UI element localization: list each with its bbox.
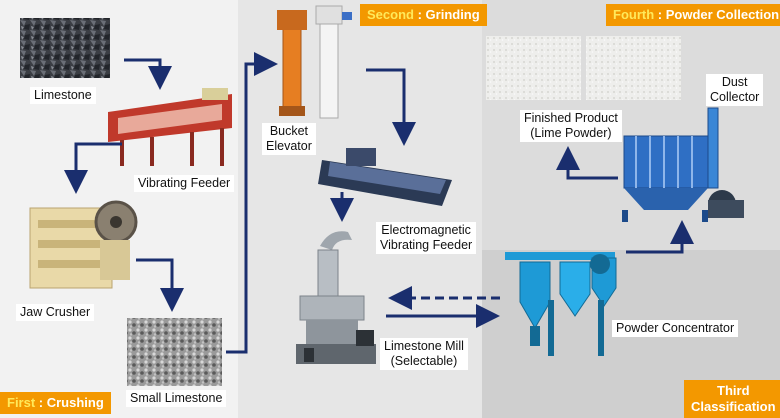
label-small-limestone: Small Limestone [126,390,227,407]
label-finished-product: Finished Product (Lime Powder) [520,110,622,142]
dust-collector-illustration [622,107,744,222]
label-limestone: Limestone [30,87,96,104]
arrow-concentrator-to-dust-collector [626,220,694,254]
arrow-limestone-to-feeder [124,58,172,90]
limestone-mill-illustration [296,231,376,364]
arrow-collector-to-finished-product [556,146,618,180]
stage-fourth-name: Powder Collection [665,7,780,22]
small-limestone-photo [127,318,222,386]
arrow-elevator-to-feeder [366,68,416,146]
electromagnetic-feeder-illustration [318,148,452,206]
label-dust-collector: Dust Collector [706,74,764,106]
stage-first-separator: : [35,395,47,410]
stage-third-classification: Third Classification [684,380,780,418]
stage-fourth-separator: : [654,7,666,22]
label-electromagnetic-feeder: Electromagnetic Vibrating Feeder [376,222,477,254]
arrow-small-limestone-to-elevator [226,52,278,354]
stage-second-name: Grinding [425,7,480,22]
jaw-crusher-illustration [29,200,138,289]
arrow-crusher-to-small-limestone [136,258,184,312]
flow-arrows [64,52,694,354]
stage-second-lead: Second [367,7,414,22]
stage-first-crushing: First : Crushing [0,392,111,415]
lime-powder-photo-1 [486,36,581,100]
stage-first-lead: First [7,395,36,410]
label-bucket-elevator: Bucket Elevator [262,123,316,155]
lime-powder-photo-2 [586,36,681,100]
stage-second-separator: : [413,7,426,22]
powder-concentrator-illustration [505,252,617,356]
vibrating-feeder-illustration [108,88,232,166]
limestone-photo [20,18,110,78]
label-limestone-mill: Limestone Mill (Selectable) [380,338,468,370]
label-vibrating-feeder: Vibrating Feeder [134,175,235,192]
bucket-elevator-illustration [277,5,352,119]
label-jaw-crusher: Jaw Crusher [16,304,95,321]
stage-first-name: Crushing [46,395,104,410]
stage-fourth-powder-collection: Fourth : Powder Collection [606,4,780,27]
label-powder-concentrator: Powder Concentrator [612,320,739,337]
arrow-feeder-to-crusher [64,142,122,194]
stage-fourth-lead: Fourth [613,7,655,22]
stage-second-grinding: Second : Grinding [360,4,487,27]
